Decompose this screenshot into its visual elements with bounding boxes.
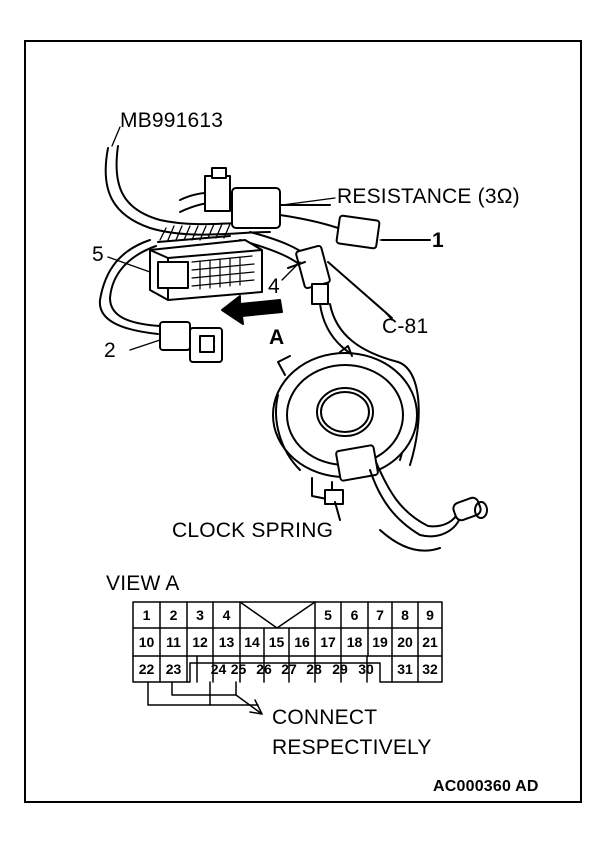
pin-12: 12 [192, 634, 208, 650]
pin-18: 18 [346, 634, 363, 650]
pin-11: 11 [166, 634, 181, 650]
diagram-frame [24, 40, 582, 803]
view-arrow [221, 295, 283, 325]
tool-label: MB991613 [120, 109, 224, 132]
pin-27: 27 [281, 661, 297, 677]
pin-9: 9 [426, 607, 434, 623]
callout-5: 5 [92, 243, 104, 266]
pin-7: 7 [376, 607, 384, 623]
pin-3: 3 [196, 607, 204, 623]
pin-30: 30 [358, 661, 374, 677]
pin-29: 29 [332, 661, 348, 677]
pin-24: 24 [210, 661, 227, 677]
pin-26: 26 [256, 661, 272, 677]
connect-note-line2: RESPECTIVELY [272, 736, 432, 759]
pin-25: 25 [230, 661, 247, 677]
pin-13: 13 [218, 634, 235, 650]
connector-1 [335, 214, 381, 250]
figure-code: AC000360 AD [433, 778, 539, 795]
resistance-connector [231, 187, 281, 229]
connect-note-line1: CONNECT [272, 706, 378, 729]
callout-2: 2 [104, 339, 116, 362]
resistance-label: RESISTANCE (3Ω) [337, 185, 520, 208]
pin-8: 8 [401, 607, 409, 623]
pin-6: 6 [350, 607, 359, 623]
connector-2 [159, 321, 191, 351]
pin-10: 10 [138, 634, 155, 650]
clock-spring [272, 345, 488, 552]
pin-17: 17 [320, 634, 336, 650]
callout-1: 1 [432, 229, 444, 252]
pin-2: 2 [169, 607, 178, 623]
view-arrow-label: A [269, 326, 285, 349]
pin-5: 5 [324, 607, 332, 623]
pin-32: 32 [422, 661, 438, 677]
pin-22: 22 [138, 661, 155, 677]
pin-15: 15 [268, 634, 285, 650]
harness-main [104, 147, 271, 236]
connector-c81-label: C-81 [382, 315, 429, 338]
pin-28: 28 [306, 661, 322, 677]
pin-23: 23 [165, 661, 182, 677]
connector-c81 [295, 244, 331, 290]
pin-16: 16 [294, 634, 310, 650]
pinout-grid [132, 601, 443, 715]
clock-spring-label: CLOCK SPRING [172, 519, 334, 542]
view-a-label: VIEW A [106, 572, 180, 595]
pin-20: 20 [397, 634, 413, 650]
pin-1: 1 [142, 607, 151, 623]
pin-14: 14 [244, 634, 260, 650]
pin-19: 19 [372, 634, 388, 650]
pin-31: 31 [397, 661, 413, 677]
pin-4: 4 [222, 607, 231, 623]
callout-4: 4 [268, 275, 280, 298]
pin-21: 21 [422, 634, 438, 650]
